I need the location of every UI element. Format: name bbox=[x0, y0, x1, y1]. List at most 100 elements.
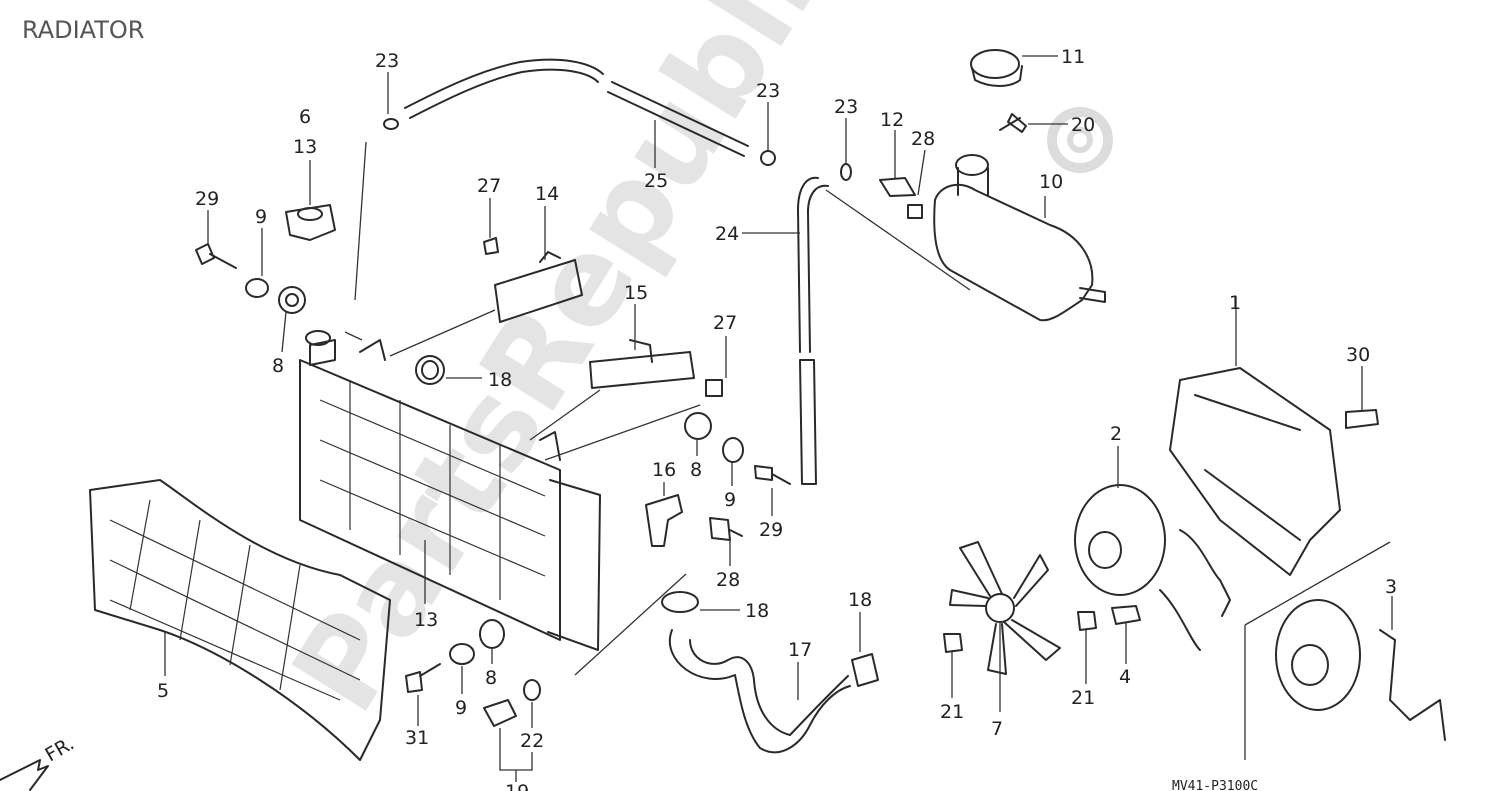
siphon-tube-24[interactable] bbox=[797, 176, 829, 485]
bracket-15[interactable] bbox=[589, 339, 695, 389]
radiator-cap-6[interactable] bbox=[285, 204, 336, 241]
callout-2: 2 bbox=[1110, 423, 1122, 445]
callout-23-b: 23 bbox=[756, 80, 780, 102]
clamp-23-a[interactable] bbox=[383, 118, 399, 130]
callout-18-middle: 18 bbox=[745, 600, 769, 622]
leader-line bbox=[281, 311, 287, 353]
hose-clamp-18-right[interactable] bbox=[851, 653, 879, 687]
callout-6: 6 bbox=[299, 106, 311, 128]
leader-line bbox=[1244, 541, 1393, 760]
front-direction-arrow-icon bbox=[0, 759, 49, 791]
callout-15: 15 bbox=[624, 282, 648, 304]
thermo-switch-19[interactable] bbox=[483, 699, 517, 727]
leader-line bbox=[389, 206, 546, 357]
callout-29-middle: 29 bbox=[759, 519, 783, 541]
leader-line bbox=[354, 120, 656, 301]
tank-stay-12[interactable] bbox=[879, 177, 916, 197]
hose-clamp-18-middle[interactable] bbox=[661, 591, 699, 613]
callout-8-middle: 8 bbox=[690, 459, 702, 481]
callout-10: 10 bbox=[1039, 171, 1063, 193]
collar-4[interactable] bbox=[1111, 605, 1141, 625]
callout-13-radiator: 13 bbox=[414, 609, 438, 631]
nut-21-left[interactable] bbox=[943, 633, 963, 653]
leader-line bbox=[894, 130, 926, 196]
callout-1: 1 bbox=[1229, 292, 1241, 314]
callout-8-upper: 8 bbox=[272, 355, 284, 377]
callout-28-middle: 28 bbox=[716, 569, 740, 591]
callout-18-upper: 18 bbox=[488, 369, 512, 391]
watermark-gear-icon bbox=[1047, 107, 1113, 173]
bolt-27-upper[interactable] bbox=[483, 237, 499, 255]
front-direction-label: FR. bbox=[42, 733, 79, 767]
callout-31: 31 bbox=[405, 727, 429, 749]
callout-14: 14 bbox=[535, 183, 559, 205]
bolt-30[interactable] bbox=[1345, 409, 1379, 429]
callout-numbers: 1 2 3 4 5 6 7 8 8 8 9 9 9 10 11 12 13 13… bbox=[157, 46, 1397, 791]
callout-27-upper: 27 bbox=[477, 175, 501, 197]
bolt-28-middle[interactable] bbox=[709, 517, 743, 541]
radiator-core-13[interactable] bbox=[299, 330, 601, 651]
grommet-8-lower[interactable] bbox=[479, 619, 505, 649]
callout-9-lower: 9 bbox=[455, 697, 467, 719]
callout-17: 17 bbox=[788, 639, 812, 661]
callout-25: 25 bbox=[644, 170, 668, 192]
reserve-tank-10[interactable] bbox=[933, 154, 1106, 322]
callout-7: 7 bbox=[991, 718, 1003, 740]
hose-clamp-18-upper[interactable] bbox=[415, 355, 445, 385]
overflow-tube-25[interactable] bbox=[404, 58, 749, 157]
collar-9-middle[interactable] bbox=[722, 437, 744, 463]
callout-9-middle: 9 bbox=[724, 489, 736, 511]
fan-motor-2[interactable] bbox=[1074, 484, 1231, 651]
bolt-29-middle[interactable] bbox=[754, 465, 791, 485]
callout-23-a: 23 bbox=[375, 50, 399, 72]
callout-13-cap: 13 bbox=[293, 136, 317, 158]
callout-24: 24 bbox=[715, 223, 739, 245]
reserve-tank-cap-11[interactable] bbox=[970, 49, 1023, 87]
fan-motor-assembly-3[interactable] bbox=[1275, 599, 1446, 741]
callout-30: 30 bbox=[1346, 344, 1370, 366]
callout-28-upper: 28 bbox=[911, 128, 935, 150]
callout-8-lower: 8 bbox=[485, 667, 497, 689]
callout-16: 16 bbox=[652, 459, 676, 481]
callout-19: 19 bbox=[505, 781, 529, 791]
callout-12: 12 bbox=[880, 109, 904, 131]
callout-4: 4 bbox=[1119, 666, 1131, 688]
clamp-23-c[interactable] bbox=[840, 163, 852, 181]
callout-11: 11 bbox=[1061, 46, 1085, 68]
callout-29-upper: 29 bbox=[195, 188, 219, 210]
watermark: PartsRepublik bbox=[267, 0, 888, 735]
diagram-code: MV41-P3100C bbox=[1172, 779, 1258, 791]
grommet-8-upper[interactable] bbox=[278, 286, 306, 314]
leader-line bbox=[742, 189, 971, 291]
leader-line bbox=[344, 331, 363, 341]
diagram-title: RADIATOR bbox=[22, 16, 144, 44]
fan-shroud-1[interactable] bbox=[1169, 367, 1341, 576]
callout-27-middle: 27 bbox=[713, 312, 737, 334]
collar-9-lower[interactable] bbox=[449, 643, 475, 665]
callout-22: 22 bbox=[520, 730, 544, 752]
bolt-27-middle[interactable] bbox=[705, 379, 723, 397]
radiator-grill-shroud-5[interactable] bbox=[89, 479, 391, 761]
callout-5: 5 bbox=[157, 680, 169, 702]
bolt-29-upper[interactable] bbox=[195, 243, 237, 269]
water-hose-17[interactable] bbox=[668, 629, 851, 754]
collar-9-upper[interactable] bbox=[245, 278, 269, 298]
callout-18-right: 18 bbox=[848, 589, 872, 611]
callout-3: 3 bbox=[1385, 576, 1397, 598]
callout-9-upper: 9 bbox=[255, 206, 267, 228]
washer-22[interactable] bbox=[523, 679, 541, 701]
grommet-8-middle[interactable] bbox=[684, 412, 712, 440]
leader-line bbox=[499, 702, 533, 782]
bracket-16[interactable] bbox=[645, 494, 683, 547]
callout-20: 20 bbox=[1071, 114, 1095, 136]
cooling-fan-7[interactable] bbox=[949, 541, 1061, 675]
callout-21-left: 21 bbox=[940, 701, 964, 723]
bolt-20[interactable] bbox=[999, 113, 1027, 133]
bolt-31[interactable] bbox=[405, 663, 441, 693]
bolt-28-upper[interactable] bbox=[907, 204, 923, 219]
callout-23-c: 23 bbox=[834, 96, 858, 118]
bracket-14[interactable] bbox=[494, 251, 583, 323]
nut-21-right[interactable] bbox=[1077, 611, 1097, 631]
clamp-23-b[interactable] bbox=[760, 150, 776, 166]
